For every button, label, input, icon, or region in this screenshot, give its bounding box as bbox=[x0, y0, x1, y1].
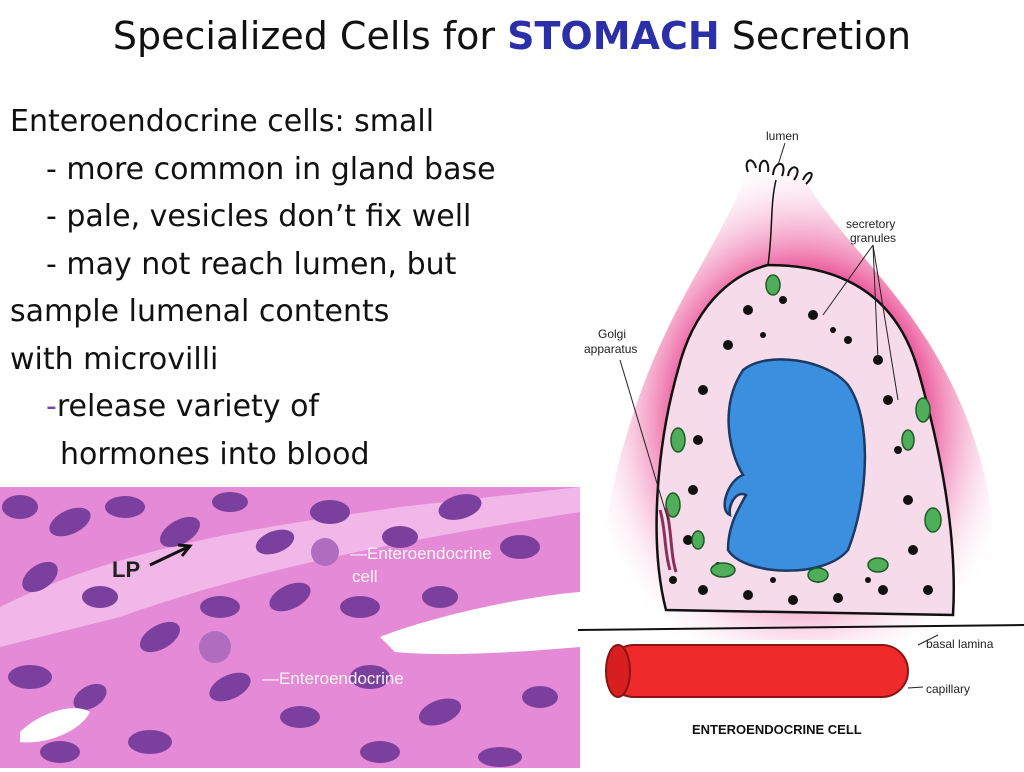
label-capillary: capillary bbox=[926, 682, 970, 696]
bullet-item: with microvilli bbox=[10, 341, 219, 377]
pale-enteroendocrine-cells bbox=[199, 538, 339, 663]
secretory-granules bbox=[669, 296, 933, 605]
bullet-item: -release variety of bbox=[10, 383, 585, 431]
micrograph-label-cell-2: —Enteroendocrine bbox=[262, 669, 404, 688]
bullet-text: release variety of bbox=[56, 389, 319, 424]
label-basal-lamina: basal lamina bbox=[926, 637, 994, 651]
bullet-dash: - bbox=[46, 389, 57, 424]
lamina-propria-streak bbox=[0, 487, 580, 647]
microvilli bbox=[745, 159, 813, 185]
label-golgi: Golgi bbox=[598, 327, 626, 341]
gland-lumens bbox=[20, 592, 580, 743]
enteroendocrine-diagram: lumen secretory granules Golgi apparatus… bbox=[577, 110, 1024, 768]
nucleus bbox=[723, 358, 867, 572]
title-prefix: Specialized Cells for bbox=[112, 14, 508, 58]
label-secretory: secretory bbox=[846, 217, 895, 231]
title-suffix: Secretion bbox=[719, 14, 912, 58]
bullet-item: sample lumenal contents bbox=[10, 294, 390, 329]
label-lumen: lumen bbox=[766, 129, 799, 143]
bullet-item: - may not reach lumen, but bbox=[46, 246, 457, 282]
micrograph-label-lp: LP bbox=[112, 557, 140, 582]
diagram-caption: ENTEROENDOCRINE CELL bbox=[692, 722, 862, 737]
bullet-item: - more common in gland base bbox=[46, 151, 496, 187]
label-apparatus: apparatus bbox=[584, 342, 637, 356]
nuclei bbox=[2, 492, 558, 767]
golgi bbox=[658, 507, 678, 573]
micrograph-image: LP —Enteroendocrine cell —Enteroendocrin… bbox=[0, 487, 580, 768]
label-granules: granules bbox=[850, 231, 896, 245]
capillary bbox=[605, 644, 909, 698]
arrow-icon bbox=[149, 543, 193, 567]
title-highlight: STOMACH bbox=[507, 14, 720, 58]
lumen-neck bbox=[767, 179, 777, 266]
slide-title: Specialized Cells for STOMACH Secretion bbox=[0, 14, 1024, 58]
micrograph-label-cell-1: —Enteroendocrine bbox=[350, 544, 492, 563]
bullet-item: hormones into blood bbox=[60, 436, 370, 472]
bullet-item: - pale, vesicles don’t fix well bbox=[46, 199, 472, 234]
bullet-list: Enteroendocrine cells: small - more comm… bbox=[10, 98, 585, 478]
basal-lamina bbox=[577, 624, 1024, 631]
bullet-heading: Enteroendocrine cells: small bbox=[10, 104, 435, 139]
mitochondria bbox=[665, 274, 942, 583]
micrograph-label-cell-1b: cell bbox=[352, 567, 378, 586]
